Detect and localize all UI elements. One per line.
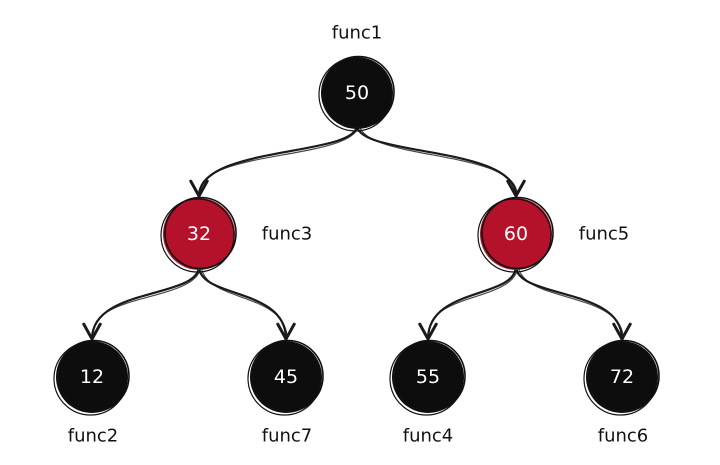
edge-sketch-n50-n32 <box>199 122 360 194</box>
node-outline <box>251 339 324 413</box>
edge-n60-n55 <box>418 264 518 341</box>
edge-sketch-n60-n55 <box>428 263 519 337</box>
node-circle <box>56 341 128 413</box>
node-outline-sketch <box>247 341 322 416</box>
node-circle <box>586 341 658 413</box>
node-value: 12 <box>80 366 104 388</box>
node-outline <box>322 55 395 129</box>
node-outline-sketch <box>318 57 393 132</box>
node-value: 32 <box>187 223 211 245</box>
func-label-func3: func3 <box>262 224 313 245</box>
edge-sketch-n60-n72 <box>517 263 624 337</box>
func-label-func1: func1 <box>332 23 383 44</box>
func-label-func2: func2 <box>68 426 119 447</box>
edge-sketch-n32-n12 <box>92 263 202 337</box>
node-60: 60 <box>477 196 554 273</box>
node-circle <box>321 57 393 129</box>
node-50: 50 <box>318 55 395 132</box>
node-outline <box>481 196 554 270</box>
edge-n50-n60 <box>355 123 526 198</box>
node-circle <box>480 198 552 270</box>
labels-layer: func1 func3 func5 func2 func7 func4 func6 <box>68 23 649 447</box>
node-12: 12 <box>53 339 130 416</box>
nodes-layer: 50 32 60 12 45 55 72 <box>53 55 660 416</box>
node-circle <box>392 341 464 413</box>
node-outline-sketch <box>53 341 128 416</box>
node-55: 55 <box>389 339 466 416</box>
node-72: 72 <box>583 339 660 416</box>
node-outline-sketch <box>477 198 552 273</box>
node-outline <box>587 339 660 413</box>
edges-layer <box>82 122 632 341</box>
edge-n32-n12 <box>82 264 201 341</box>
edge-n50-n32 <box>189 123 359 198</box>
func-label-func4: func4 <box>403 426 454 447</box>
edge-sketch-n50-n60 <box>358 122 518 194</box>
edge-n32-n45 <box>197 264 296 341</box>
node-value: 72 <box>610 366 634 388</box>
func-label-func5: func5 <box>579 224 630 245</box>
node-value: 55 <box>416 366 440 388</box>
node-outline-sketch <box>389 341 464 416</box>
func-label-func7: func7 <box>262 426 313 447</box>
node-value: 60 <box>504 223 528 245</box>
node-outline <box>57 339 130 413</box>
edge-sketch-n32-n45 <box>200 263 288 337</box>
func-label-func6: func6 <box>598 426 649 447</box>
node-circle <box>163 198 235 270</box>
node-outline-sketch <box>583 341 658 416</box>
edge-n60-n72 <box>514 264 632 341</box>
node-45: 45 <box>247 339 324 416</box>
node-outline <box>164 196 237 270</box>
node-value: 45 <box>274 366 298 388</box>
node-value: 50 <box>345 82 369 104</box>
node-circle <box>250 341 322 413</box>
node-32: 32 <box>160 196 237 273</box>
node-outline-sketch <box>160 198 235 273</box>
node-outline <box>393 339 466 413</box>
